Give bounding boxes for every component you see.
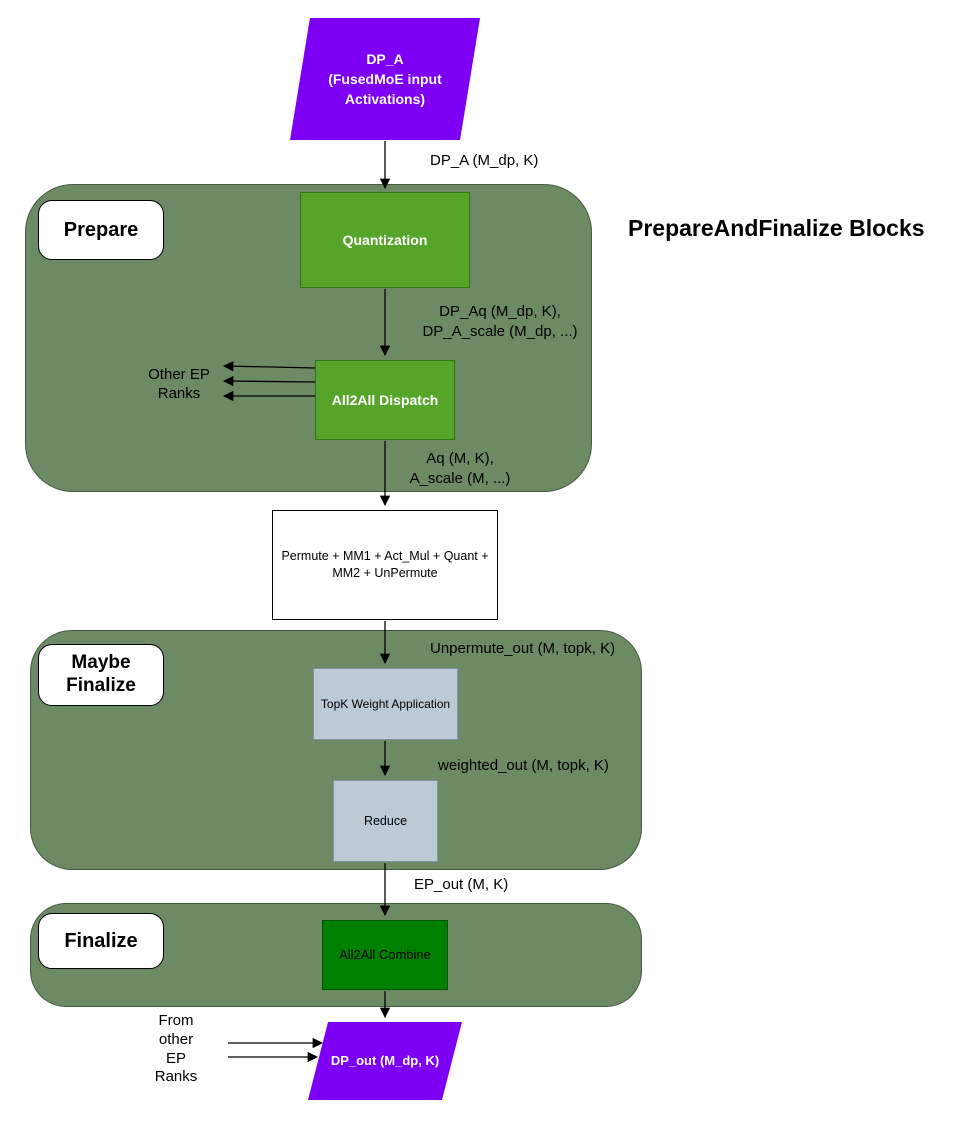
diagram-title: PrepareAndFinalize Blocks: [628, 215, 925, 241]
quantization-node: Quantization: [300, 192, 470, 288]
edge-label-weighted-out: weighted_out (M, topk, K): [438, 757, 609, 774]
edge-label-dp-aq: DP_Aq (M_dp, K), DP_A_scale (M_dp, ...): [422, 303, 578, 341]
topk-weight-application-node: TopK Weight Application: [313, 668, 458, 740]
other-ep-ranks-annotation: Other EP Ranks: [148, 366, 210, 402]
permute-mm-block-node: Permute + MM1 + Act_Mul + Quant + MM2 + …: [272, 510, 498, 620]
all2all-dispatch-node: All2All Dispatch: [315, 360, 455, 440]
all2all-combine-node: All2All Combine: [322, 920, 448, 990]
edge-label-ep-out: EP_out (M, K): [414, 876, 509, 893]
edge-label-dp-a: DP_A (M_dp, K): [430, 152, 539, 169]
input-activations-node: DP_A (FusedMoE input Activations): [290, 18, 480, 140]
edge-label-unpermute-out: Unpermute_out (M, topk, K): [430, 640, 616, 657]
maybe-finalize-label: Maybe Finalize: [38, 644, 164, 706]
prepare-label: Prepare: [38, 200, 164, 260]
finalize-label: Finalize: [38, 913, 164, 969]
dp-out-node: DP_out (M_dp, K): [308, 1022, 462, 1100]
reduce-node: Reduce: [333, 780, 438, 862]
from-other-ep-ranks-annotation: From other EP Ranks: [154, 1012, 198, 1086]
edge-label-aq: Aq (M, K), A_scale (M, ...): [409, 450, 511, 488]
